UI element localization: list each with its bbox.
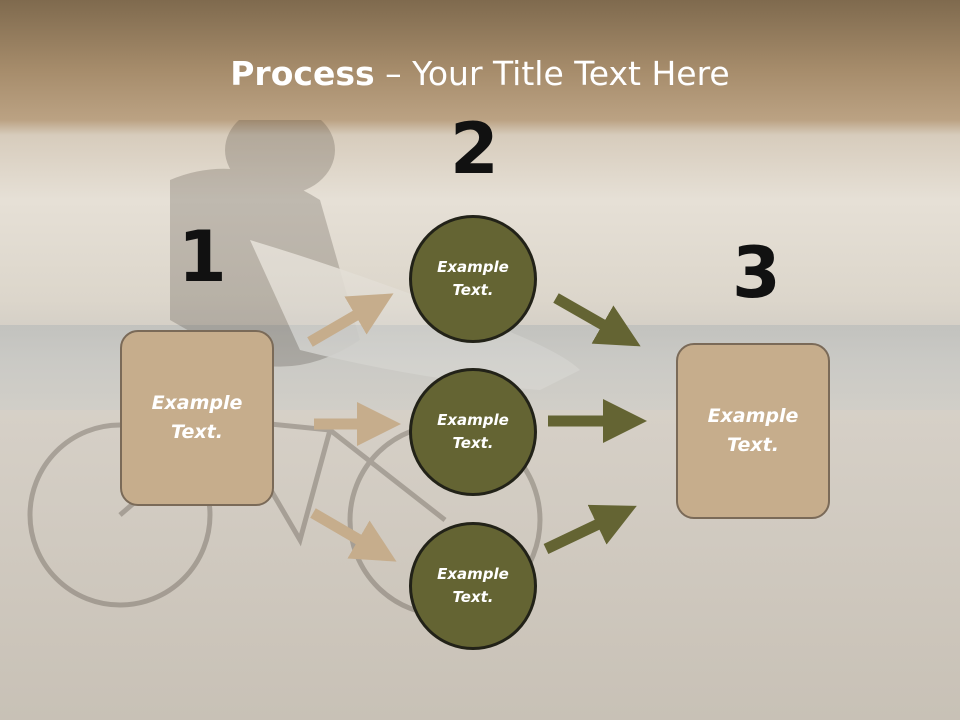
arrow-bottom-to-3 — [543, 504, 637, 554]
circle-top-line1: Example — [437, 258, 509, 276]
step-number-2: 2 — [450, 108, 499, 190]
title-bold: Process — [230, 54, 375, 93]
step-1-text-line1: Example — [151, 392, 243, 414]
circle-middle[interactable]: Example Text. — [409, 368, 537, 496]
circle-bottom-line1: Example — [437, 565, 509, 583]
step-3-box[interactable]: Example Text. — [676, 343, 830, 519]
step-number-3: 3 — [732, 232, 781, 314]
circle-middle-line1: Example — [437, 411, 509, 429]
arrow-1-to-top — [307, 293, 394, 347]
circle-middle-line2: Text. — [452, 434, 494, 452]
step-1-text-line2: Text. — [171, 421, 223, 443]
title-rest: – Your Title Text Here — [374, 54, 730, 93]
circle-bottom[interactable]: Example Text. — [409, 522, 537, 650]
circle-bottom-line2: Text. — [452, 588, 494, 606]
step-3-text-line2: Text. — [727, 434, 779, 456]
circle-top[interactable]: Example Text. — [409, 215, 537, 343]
step-3-text-line1: Example — [707, 405, 799, 427]
circle-top-line2: Text. — [452, 281, 494, 299]
slide-title: Process – Your Title Text Here — [0, 54, 960, 93]
step-1-box[interactable]: Example Text. — [120, 330, 274, 506]
arrow-top-to-3 — [553, 293, 641, 347]
step-number-1: 1 — [178, 216, 227, 298]
couple-bicycle-photo — [27, 120, 580, 618]
arrow-1-to-bottom — [310, 508, 397, 562]
